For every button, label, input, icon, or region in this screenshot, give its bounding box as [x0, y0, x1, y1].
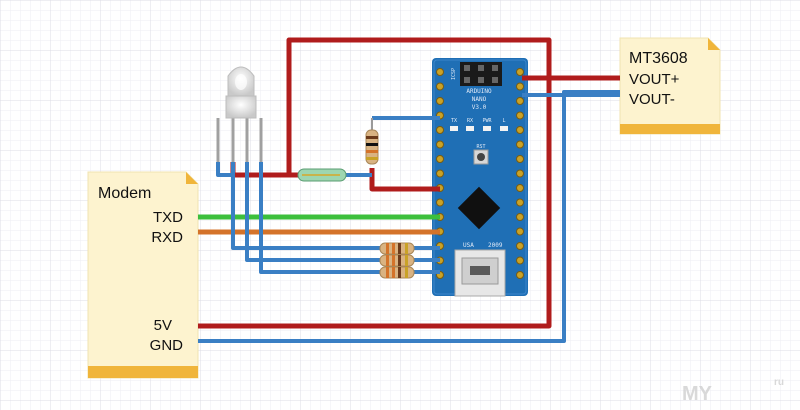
right-pin-pad — [516, 155, 524, 163]
year-label: 2009 — [488, 242, 503, 249]
watermark-text: MY — [682, 383, 713, 405]
right-pin-pad — [516, 82, 524, 91]
reset-label: RST — [476, 144, 485, 150]
arduino-nano-board: ICSP ARDUINO NANO V3.0 TX RX PWR L RST U… — [432, 58, 528, 297]
right-pin-pad — [516, 184, 524, 192]
icsp-header: ICSP — [451, 62, 502, 86]
modem-note: Modem TXD RXD 5V GND — [87, 171, 199, 379]
reed-switch — [297, 168, 347, 182]
resistor-red-channel — [379, 242, 415, 255]
right-pin-pad — [516, 227, 524, 236]
left-pin-pad — [436, 140, 444, 149]
wire-led-blue — [231, 162, 440, 250]
led-pwr-label: PWR — [482, 118, 492, 124]
left-pin-pad — [436, 155, 444, 163]
modem-pin-gnd: GND — [150, 337, 184, 354]
left-pin-pad — [436, 82, 444, 91]
left-pin-pad — [436, 169, 444, 178]
right-pin-pad — [516, 97, 524, 105]
right-pin-pad — [516, 198, 524, 207]
rgb-led — [216, 66, 263, 162]
right-pin-pad — [516, 242, 524, 250]
led-tx-label: TX — [451, 118, 457, 124]
pullup-resistor — [365, 118, 379, 165]
led-l-label: L — [502, 118, 505, 124]
right-pin-pad — [516, 68, 524, 76]
usb-label: USA — [463, 242, 474, 249]
modem-pin-rxd: RXD — [151, 229, 183, 246]
reset-button: RST — [473, 144, 489, 165]
mt3608-pin-vout-plus: VOUT+ — [629, 71, 680, 88]
usb-connector — [454, 249, 506, 297]
mt3608-note: MT3608 VOUT+ VOUT- — [619, 37, 721, 135]
board-label-line3: V3.0 — [472, 104, 487, 111]
right-pin-pad — [516, 169, 524, 178]
right-pin-pad — [516, 111, 524, 120]
modem-pin-txd: TXD — [153, 209, 183, 226]
right-pin-pad — [516, 213, 524, 221]
left-pin-pad — [436, 97, 444, 105]
resistor-blue-channel — [379, 266, 415, 279]
icsp-label: ICSP — [451, 68, 457, 80]
watermark-suffix: ru — [774, 377, 784, 388]
wire-led-red — [245, 162, 440, 262]
right-pin-pad — [516, 126, 524, 134]
left-pin-pad — [436, 198, 444, 207]
board-label-line1: ARDUINO — [466, 88, 492, 95]
watermark: MY ru — [682, 377, 784, 405]
modem-title: Modem — [98, 185, 151, 202]
status-leds: TX RX PWR L — [450, 118, 508, 131]
wire-led-cathode — [216, 162, 233, 177]
led-resistors — [379, 242, 415, 279]
left-pin-pad — [436, 126, 444, 134]
led-rx-label: RX — [467, 118, 473, 124]
resistor-green-channel — [379, 254, 415, 267]
mt3608-pin-vout-minus: VOUT- — [629, 91, 675, 108]
right-pin-header — [516, 68, 524, 279]
wire-gnd — [198, 90, 620, 343]
left-pin-pad — [436, 68, 444, 76]
modem-pin-5v: 5V — [154, 317, 172, 334]
right-pin-pad — [516, 256, 524, 265]
right-pin-pad — [516, 271, 524, 279]
mt3608-title: MT3608 — [629, 50, 688, 67]
board-label-line2: NANO — [472, 96, 487, 103]
right-pin-pad — [516, 140, 524, 149]
microcontroller-chip — [457, 186, 501, 230]
